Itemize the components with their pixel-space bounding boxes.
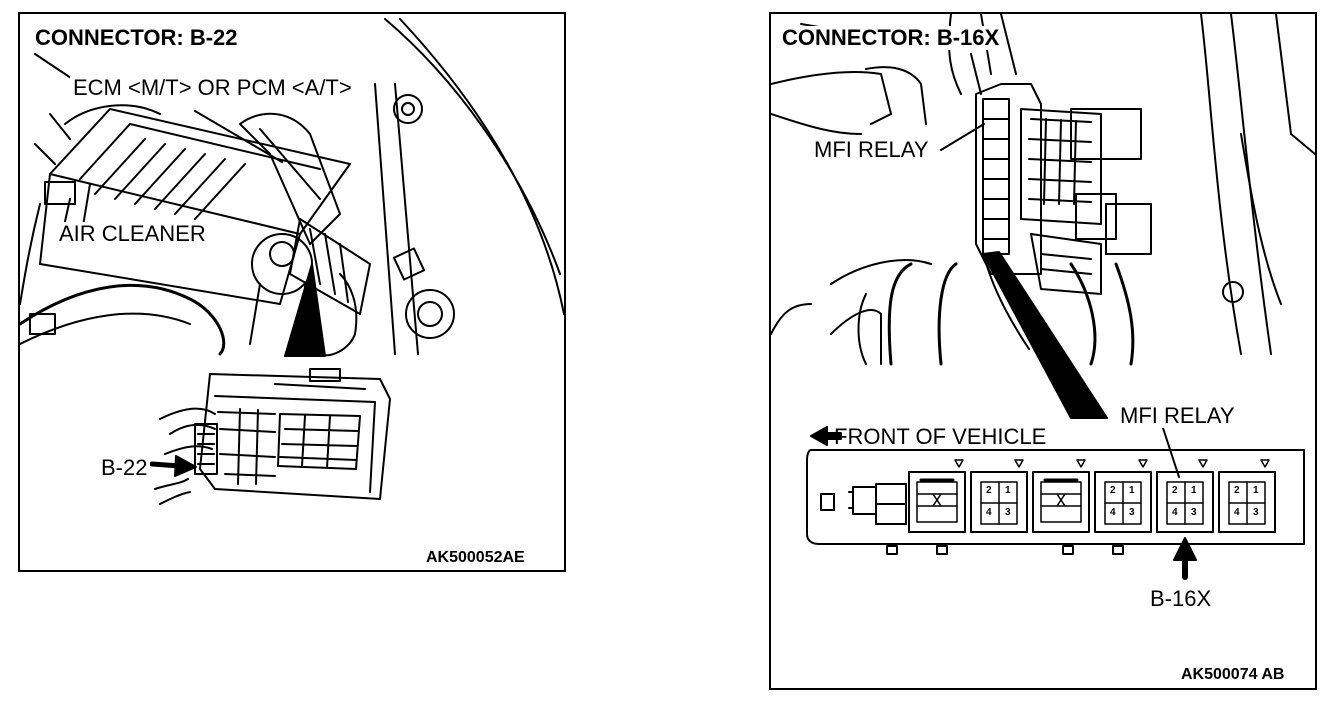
mfi-relay-label-top: MFI RELAY xyxy=(811,138,932,162)
relay-socket-1: 2 1 4 3 xyxy=(981,484,1017,524)
relay-box-illustration xyxy=(771,14,1315,580)
air-cleaner-label: AIR CLEANER xyxy=(56,222,209,246)
panel-title: CONNECTOR: B-22 xyxy=(32,26,241,50)
pin-4: 4 xyxy=(1234,507,1240,518)
pin-4: 4 xyxy=(1110,507,1116,518)
mfi-relay-label-diagram: MFI RELAY xyxy=(1117,404,1238,428)
panel-title: CONNECTOR: B-16X xyxy=(779,26,1003,50)
pin-2: 2 xyxy=(1110,485,1116,496)
pin-4: 4 xyxy=(1172,507,1178,518)
relay-socket-2: 2 1 4 3 xyxy=(1105,484,1141,524)
left-diagram-panel: CONNECTOR: B-22 ECM <M/T> OR PCM <A/T> A… xyxy=(18,12,566,572)
connector-label: B-22 xyxy=(98,456,151,480)
relay-socket-4: 2 1 4 3 xyxy=(1229,484,1265,524)
engine-bay-illustration xyxy=(20,18,564,505)
figure-code: AK500074 AB xyxy=(1181,666,1285,683)
pin-2: 2 xyxy=(1172,485,1178,496)
pin-1: 1 xyxy=(1129,485,1135,496)
pin-2: 2 xyxy=(1234,485,1240,496)
pin-2: 2 xyxy=(986,485,992,496)
ecm-label: ECM <M/T> OR PCM <A/T> xyxy=(70,76,355,100)
pin-3: 3 xyxy=(1129,507,1135,518)
relay-socket-group xyxy=(970,471,1276,533)
pin-4: 4 xyxy=(986,507,992,518)
right-diagram-panel: 2 1 4 3 2 1 4 3 2 1 4 3 2 1 4 3 CONNECTO… xyxy=(769,12,1317,690)
figure-code: AK500052AE xyxy=(426,549,525,566)
pin-1: 1 xyxy=(1253,485,1259,496)
relay-socket-mfi: 2 1 4 3 xyxy=(1167,484,1203,524)
front-of-vehicle-label: FRONT OF VEHICLE xyxy=(834,424,1047,449)
connector-label: B-16X xyxy=(1147,587,1215,611)
pin-1: 1 xyxy=(1191,485,1197,496)
pin-3: 3 xyxy=(1005,507,1011,518)
pin-3: 3 xyxy=(1253,507,1259,518)
pin-1: 1 xyxy=(1005,485,1011,496)
pin-3: 3 xyxy=(1191,507,1197,518)
